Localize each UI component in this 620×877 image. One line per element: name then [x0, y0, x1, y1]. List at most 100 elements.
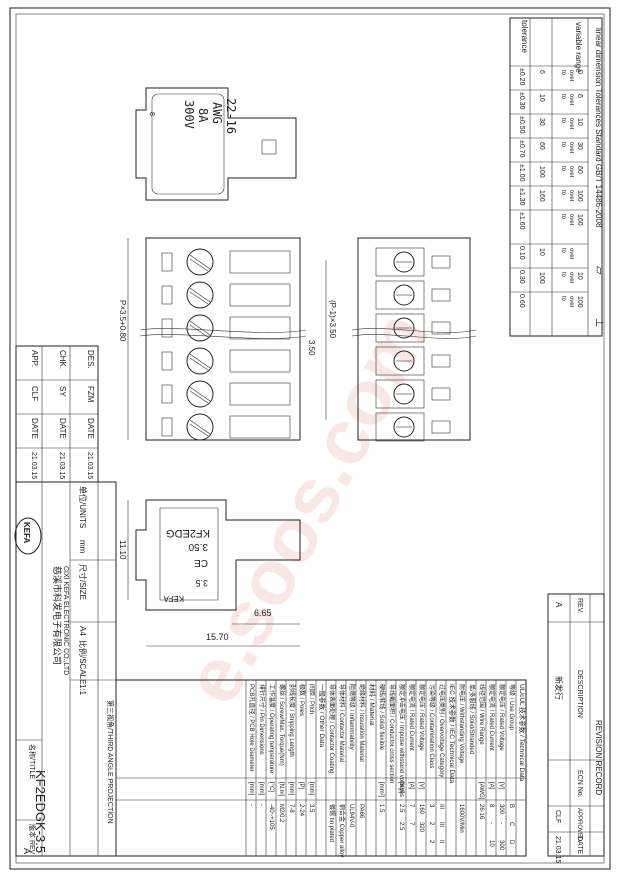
spec-row-label: 绝缘材料 / Insulation Material — [358, 684, 366, 762]
flatness-symbol: ▱ — [593, 266, 605, 275]
size-label: 尺寸/SIZE — [78, 564, 88, 600]
revision-table: REVISION RECORD REV. DESCRIPTION ECN No.… — [547, 593, 605, 863]
tolerance-label-tol: tolerance — [520, 20, 529, 53]
screw-terminal — [186, 248, 214, 276]
terminal-screw-top — [393, 284, 415, 306]
spec-row-value: 7-8 — [288, 804, 294, 813]
spec-row-unit: [KV] — [398, 782, 404, 794]
side-brand-mark: KEFA — [163, 594, 184, 603]
spec-row-value: 2.5 — [398, 804, 404, 813]
tolerance-value: 0.60 — [518, 294, 525, 308]
contact-slot — [229, 283, 291, 307]
screw-terminal — [186, 314, 214, 342]
spec-row-label: 导体表面处理 / Contactor Coating — [328, 684, 336, 773]
rev-value: A — [22, 848, 32, 854]
revision-col-approved: APPROVED — [576, 808, 582, 842]
pin-housing — [375, 379, 425, 409]
screw-terminal — [186, 281, 214, 309]
spec-row-value: 26-16 — [478, 804, 484, 820]
dim-depth-a: 6.65 — [254, 608, 272, 618]
spec-row-label: 耐电压 / Withstanding Voltage — [458, 684, 466, 764]
dim-pitch: 3.50 — [307, 340, 316, 356]
pin-slot — [431, 354, 451, 368]
signoff-date-label: DATE — [86, 418, 95, 439]
tolerance-from: 10 — [576, 118, 583, 126]
tolerance-over-label: over — [568, 70, 574, 82]
spec-row-label: 排针尺寸 / Pin Dimensions — [258, 684, 266, 755]
tolerance-to: 30 — [538, 118, 545, 126]
perpendicularity-symbol: ⊥ — [593, 318, 605, 328]
tolerance-over-label: over — [568, 166, 574, 178]
label-voltage: 300V — [182, 100, 196, 129]
tolerance-to-label: to — [560, 142, 566, 148]
watermark-text: e.soos.com — [167, 297, 446, 717]
spec-row-value: - — [498, 822, 504, 824]
tolerance-over-label: over — [568, 94, 574, 106]
screw-terminal — [186, 380, 214, 408]
tolerance-to-label: to — [560, 248, 566, 254]
pin-slot — [431, 387, 451, 401]
front-view — [139, 237, 307, 441]
tolerance-over-label: over — [568, 248, 574, 260]
spec-row-unit: [V] — [498, 782, 504, 790]
spec-row-label: 额定冲击电压 / Impulse withstand voltages — [398, 684, 406, 797]
wire-entry — [161, 351, 173, 371]
wire-entry — [161, 318, 173, 338]
spec-row-value: 300 — [498, 840, 504, 851]
tolerance-over-label: over — [568, 118, 574, 130]
revision-col-desc: DESCRIPTION — [576, 670, 583, 718]
spec-group-title: UL/cUL 技术参数 / Technical Data — [518, 684, 527, 782]
tolerance-to: 100 — [538, 272, 545, 284]
tolerance-value: 0.10 — [518, 246, 525, 260]
side-pitch-small: 3.5 — [195, 578, 208, 588]
pin-housing — [375, 412, 425, 442]
contact-slot — [229, 415, 291, 439]
spec-row-label: 螺丝 / Screw/Max. Torque(Nm) — [278, 684, 286, 766]
spec-row-unit: [A] — [488, 782, 494, 790]
kefa-logo-text: KEFA — [22, 522, 31, 544]
spec-row-label: 阻燃等级 / Inflammability — [348, 684, 356, 750]
tolerance-from: 6 — [576, 94, 583, 98]
signoff-name: SY — [58, 386, 67, 397]
side-view: KF2EDG 3.50 CE 3.5 KEFA — [135, 499, 301, 611]
size-value: A4 — [78, 626, 87, 636]
signoff-date: 21.03.15 — [30, 452, 37, 479]
tolerance-over-label: over — [568, 214, 574, 226]
label-awg-range: 22-16 — [224, 98, 238, 134]
pin-slot — [431, 288, 451, 302]
scale-label: 比例/SCALE — [78, 640, 88, 684]
spec-row-label: 剥线长度 / Stripping Length — [288, 684, 296, 757]
contact-slot — [229, 250, 291, 274]
tolerance-to-label: to — [560, 272, 566, 278]
spec-row-value: B — [508, 804, 514, 808]
dimension-lines: P×3.5+0.80 (P-1)×3.50 3.50 11.10 6.65 15… — [118, 238, 337, 647]
units-value: mm — [78, 540, 87, 554]
pin-slot — [431, 420, 451, 434]
revision-header: REVISION RECORD — [594, 720, 603, 795]
spec-row-label: 硬线/软线 / Solid/ flexible — [378, 684, 386, 751]
spec-row-unit: [mm] — [258, 782, 264, 796]
signoff-date: 21.03.15 — [58, 452, 65, 479]
tolerance-value: ±0.70 — [518, 140, 525, 158]
contact-slot — [229, 382, 291, 406]
bottom-view — [351, 237, 477, 442]
tolerance-value: 0.30 — [518, 270, 525, 284]
signoff-table: DES.FZMDATE21.03.15CHK.SYDATE21.03.15APP… — [15, 345, 99, 483]
sheet-frame — [9, 7, 611, 870]
tolerance-to-label: to — [560, 94, 566, 100]
spec-row-label: 污染等级 / Contamination Class — [428, 684, 436, 768]
contact-slot — [229, 316, 291, 340]
spec-row-value: 10 — [488, 840, 494, 847]
contact-slot — [229, 349, 291, 373]
tolerance-header: linear dimension Tolerances Standard GB/… — [594, 28, 603, 228]
kefa-logo — [14, 517, 42, 555]
tolerance-over-label: over — [568, 142, 574, 154]
title-block: KEFA 慈溪市科发电子有限公司 CIXI KEFA ELECTRONIC CO… — [14, 481, 117, 857]
spec-row-label: 额定电压 / Rated Voltage — [418, 684, 426, 751]
revision-col-date: DATE — [576, 836, 583, 854]
drawing-title: KF2EDGK-3.5 — [33, 770, 48, 853]
wire-entry — [161, 417, 173, 437]
tolerance-from: 100 — [576, 190, 583, 202]
wire-entry — [161, 384, 173, 404]
wire-entry — [161, 285, 173, 305]
